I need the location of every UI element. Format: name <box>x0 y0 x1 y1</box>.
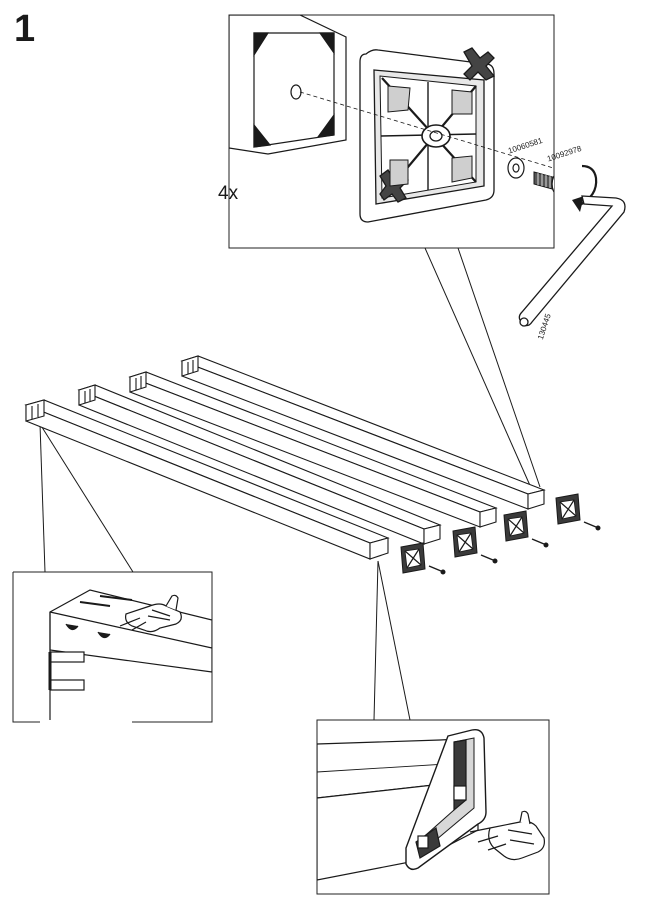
leg-1 <box>24 399 390 560</box>
callout-lines <box>39 247 541 721</box>
legs <box>24 355 546 560</box>
foot-plate-4 <box>555 493 601 531</box>
leg-2 <box>77 384 442 545</box>
top-detail-panel <box>228 14 555 249</box>
foot-plate-2 <box>452 526 498 564</box>
pointing-hand-icon <box>119 594 182 633</box>
leg-3 <box>128 371 498 528</box>
left-detail-panel <box>12 571 213 723</box>
foot-plate-3 <box>503 510 549 548</box>
allen-key-icon <box>518 195 626 327</box>
step-number: 1 <box>14 8 36 50</box>
screw <box>533 171 554 194</box>
leg-4 <box>180 355 546 510</box>
pointing-hand-icon <box>469 810 545 861</box>
bottom-right-detail-panel <box>316 719 550 895</box>
leg-foot-plate <box>359 47 496 223</box>
quantity-label: 4x <box>218 183 239 204</box>
foot-plates <box>400 493 601 575</box>
washer <box>507 157 525 179</box>
assembly-axis <box>299 91 554 169</box>
leg-end-square <box>229 15 347 155</box>
foot-plate-1 <box>400 542 446 575</box>
